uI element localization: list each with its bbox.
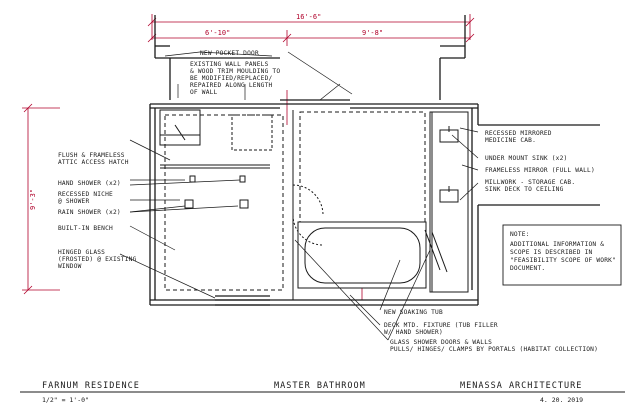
callout-hand-shower: HAND SHOWER (x2) [58, 180, 121, 187]
callout-built-in-bench: BUILT-IN BENCH [58, 225, 113, 232]
callout-undermount-sink: UNDER MOUNT SINK (x2) [485, 155, 567, 162]
note-box: NOTE: ADDITIONAL INFORMATION & SCOPE IS … [502, 224, 622, 286]
callout-flush-hatch-1: FLUSH & FRAMELESS [58, 152, 125, 159]
callout-flush-hatch-2: ATTIC ACCESS HATCH [58, 159, 129, 166]
callout-glass-doors-1: GLASS SHOWER DOORS & WALLS [390, 339, 492, 346]
note-line-4: DOCUMENT. [510, 265, 545, 272]
callout-pocket-door: NEW POCKET DOOR [200, 50, 259, 57]
callout-hinged-glass-2: (FROSTED) @ EXISTING [58, 256, 137, 263]
callout-recessed-niche-2: @ SHOWER [58, 198, 89, 205]
callout-soaking-tub: NEW SOAKING TUB [384, 309, 443, 316]
sheet-title: MASTER BATHROOM [274, 381, 366, 391]
firm-name: MENASSA ARCHITECTURE [460, 381, 582, 391]
callout-mirrored-cab-2: MEDICINE CAB. [485, 137, 536, 144]
note-line-2: SCOPE IS DESCRIBED IN [510, 249, 593, 256]
wall-panels-line-4: REPAIRED ALONG LENGTH [190, 82, 273, 89]
callout-wall-panels: EXISTING WALL PANELS & WOOD TRIM MOULDIN… [190, 61, 280, 96]
wall-panels-line-5: OF WALL [190, 89, 218, 96]
note-line-3: "FEASIBILITY SCOPE OF WORK" [510, 257, 616, 264]
callout-millwork-2: SINK DECK TO CEILING [485, 186, 564, 193]
callout-rain-shower: RAIN SHOWER (x2) [58, 209, 121, 216]
note-line-1: ADDITIONAL INFORMATION & [510, 241, 604, 248]
dimension-lines [22, 14, 475, 300]
leader-lines [119, 51, 479, 341]
wall-panels-line-2: & WOOD TRIM MOULDING TO [190, 68, 280, 75]
drawing-date: 4. 20. 2019 [540, 396, 583, 404]
dim-left-segment: 6'-10" [205, 29, 230, 37]
dim-height: 9'-3" [29, 189, 37, 210]
wall-panels-line-3: BE MODIFIED/REPLACED/ [190, 75, 273, 82]
project-name: FARNUM RESIDENCE [42, 381, 140, 391]
title-block: FARNUM RESIDENCE 1/2" = 1'-0" MASTER BAT… [20, 381, 625, 404]
callout-mirrored-cab-1: RECESSED MIRRORED [485, 130, 552, 137]
callout-frameless-mirror: FRAMELESS MIRROR (FULL WALL) [485, 167, 595, 174]
interior-partitions [159, 109, 469, 300]
note-heading: NOTE: [510, 231, 530, 238]
callout-millwork-1: MILLWORK - STORAGE CAB. [485, 179, 575, 186]
callout-recessed-niche-1: RECESSED NICHE [58, 191, 113, 198]
dim-right-segment: 9'-8" [362, 29, 383, 37]
wall-panels-line-1: EXISTING WALL PANELS [190, 61, 269, 68]
drawing-scale: 1/2" = 1'-0" [42, 396, 89, 404]
callout-glass-doors-2: PULLS/ HINGES/ CLAMPS BY PORTALS (HABITA… [390, 346, 598, 353]
callout-hinged-glass-1: HINGED GLASS [58, 249, 105, 256]
callout-deck-fixture-1: DECK MTD. FIXTURE (TUB FILLER [384, 322, 498, 329]
walls [149, 15, 600, 306]
dim-overall: 16'-6" [296, 13, 321, 21]
callout-hinged-glass-3: WINDOW [58, 263, 82, 270]
callout-deck-fixture-2: W/ HAND SHOWER) [384, 329, 443, 336]
